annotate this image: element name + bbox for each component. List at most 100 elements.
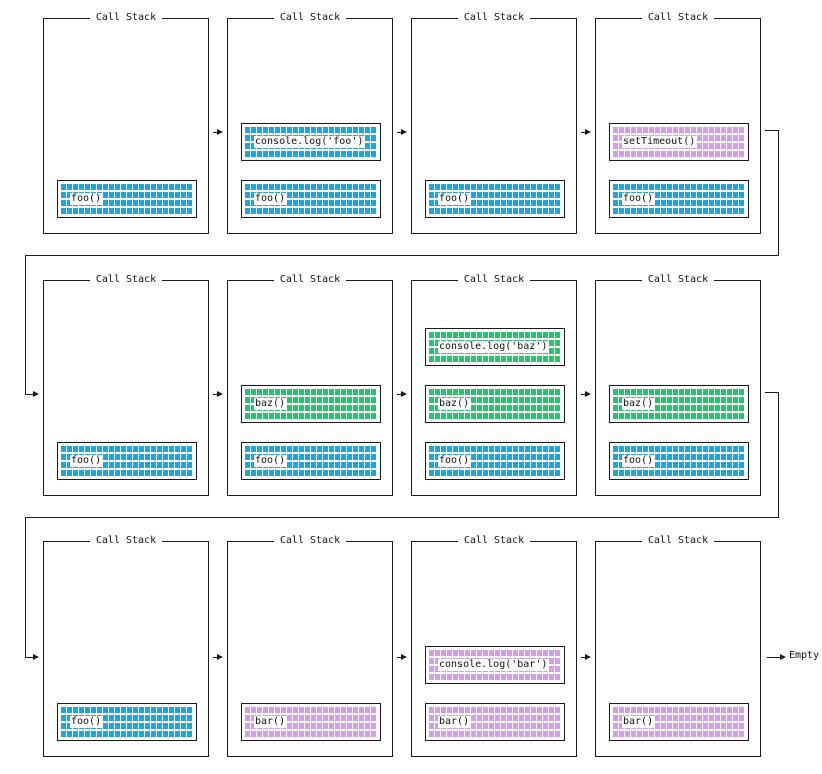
frame-stripes xyxy=(61,707,193,737)
panel-title: Call Stack xyxy=(596,11,760,25)
frame-stripe xyxy=(245,150,377,157)
frame-stripe xyxy=(61,469,193,476)
wrap-connector xyxy=(778,130,779,256)
stack-frame: foo() xyxy=(241,442,381,480)
stack-frame-label: foo() xyxy=(438,193,471,205)
title-rule-left xyxy=(228,540,274,542)
frame-stripes xyxy=(61,184,193,214)
stack-frame: foo() xyxy=(609,442,749,480)
stack-frame: foo() xyxy=(425,442,565,480)
panel-title: Call Stack xyxy=(44,11,208,25)
frame-stripe xyxy=(613,207,745,214)
panel-title: Call Stack xyxy=(596,534,760,548)
stack-frame-label: console.log('foo') xyxy=(254,136,365,148)
flow-arrowhead xyxy=(780,654,786,660)
panel-title-text: Call Stack xyxy=(95,274,157,285)
frame-stripe xyxy=(429,396,561,404)
final-arrow-line xyxy=(767,657,781,658)
flow-arrowhead xyxy=(401,129,407,135)
frame-stripe xyxy=(613,412,745,419)
frame-stripe xyxy=(613,191,745,199)
title-rule-right xyxy=(162,17,208,19)
frame-stripe xyxy=(429,355,561,362)
frame-stripe xyxy=(613,730,745,737)
frame-stripes xyxy=(613,707,745,737)
frame-stripe xyxy=(245,722,377,730)
title-rule-right xyxy=(530,279,576,281)
flow-arrowhead xyxy=(585,129,591,135)
call-stack-panel: Call Stack bar() xyxy=(227,535,393,757)
frame-stripe xyxy=(61,714,193,722)
stack-frame-label: baz() xyxy=(438,398,471,410)
flow-arrow-line xyxy=(213,394,218,395)
panel-title: Call Stack xyxy=(44,273,208,287)
frame-stripe xyxy=(613,453,745,461)
stack-frame-label: foo() xyxy=(622,455,655,467)
call-stack-panel: Call Stack foo() xyxy=(43,535,209,757)
frame-stripes xyxy=(613,446,745,476)
panel-title: Call Stack xyxy=(596,273,760,287)
title-rule-left xyxy=(596,540,642,542)
frame-stripe xyxy=(245,396,377,404)
stack-frame: foo() xyxy=(425,180,565,218)
frame-stripe xyxy=(245,404,377,412)
frame-stripe xyxy=(429,461,561,469)
frame-stripe xyxy=(613,396,745,404)
stack-frame-label: foo() xyxy=(438,455,471,467)
wrap-connector xyxy=(25,394,34,395)
title-rule-right xyxy=(346,279,392,281)
stack-frame: foo() xyxy=(57,703,197,741)
panel-title-text: Call Stack xyxy=(95,12,157,23)
wrap-connector xyxy=(765,392,779,393)
frame-stripe xyxy=(245,469,377,476)
frame-stripes xyxy=(429,446,561,476)
frame-stripe xyxy=(429,184,561,191)
frame-stripe xyxy=(245,412,377,419)
frame-stripe xyxy=(429,191,561,199)
frame-stripes xyxy=(61,446,193,476)
title-rule-left xyxy=(44,17,90,19)
stack-frame-label: baz() xyxy=(622,398,655,410)
title-rule-left xyxy=(44,540,90,542)
frame-stripe xyxy=(429,714,561,722)
frame-stripe xyxy=(245,389,377,396)
frame-stripe xyxy=(245,707,377,714)
panel-title-text: Call Stack xyxy=(647,274,709,285)
frame-stripe xyxy=(429,673,561,680)
title-rule-left xyxy=(228,279,274,281)
title-rule-left xyxy=(412,279,458,281)
call-stack-panel: Call Stack foo() xyxy=(43,12,209,234)
stack-frame: console.log('bar') xyxy=(425,646,565,684)
frame-stripe xyxy=(613,404,745,412)
frame-stripe xyxy=(245,714,377,722)
stack-frame-label: bar() xyxy=(254,716,287,728)
frame-stripe xyxy=(429,707,561,714)
frame-stripe xyxy=(613,461,745,469)
panel-title: Call Stack xyxy=(412,534,576,548)
frame-stripe xyxy=(61,453,193,461)
flow-arrowhead xyxy=(33,391,39,397)
frame-stripe xyxy=(61,461,193,469)
frame-stripe xyxy=(429,469,561,476)
frame-stripe xyxy=(429,332,561,339)
stack-frame: bar() xyxy=(609,703,749,741)
panel-title: Call Stack xyxy=(412,11,576,25)
frame-stripe xyxy=(245,446,377,453)
panel-title-text: Call Stack xyxy=(463,535,525,546)
wrap-connector xyxy=(25,517,779,518)
stack-frame-label: foo() xyxy=(254,455,287,467)
flow-arrowhead xyxy=(217,391,223,397)
panel-title: Call Stack xyxy=(228,534,392,548)
frame-stripe xyxy=(61,446,193,453)
flow-arrow-line xyxy=(581,657,586,658)
stack-frame-label: foo() xyxy=(70,193,103,205)
frame-stripes xyxy=(245,389,377,419)
stack-frame-label: foo() xyxy=(254,193,287,205)
panel-title: Call Stack xyxy=(44,534,208,548)
frame-stripe xyxy=(429,412,561,419)
stack-frame: foo() xyxy=(57,442,197,480)
panel-title-text: Call Stack xyxy=(279,535,341,546)
frame-stripe xyxy=(245,730,377,737)
